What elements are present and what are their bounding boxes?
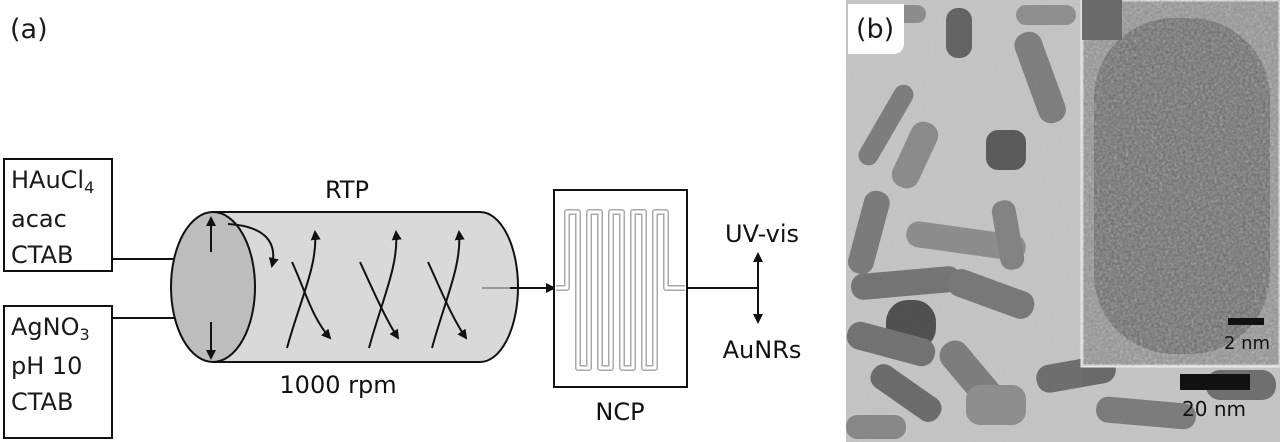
uvvis-label: UV-vis bbox=[725, 220, 799, 248]
rtp-cylinder-end bbox=[170, 211, 256, 363]
reagent-box-gold: HAuCl4 acac CTAB bbox=[3, 158, 113, 272]
reagent-agno3: AgNO3 bbox=[11, 313, 90, 344]
main-scale-label: 20 nm bbox=[1182, 397, 1246, 421]
inset-marker bbox=[1082, 0, 1122, 40]
reagent-ctab-2: CTAB bbox=[11, 388, 74, 416]
tem-micrograph: 2 nm 20 nm bbox=[846, 0, 1280, 442]
inset-scale-label: 2 nm bbox=[1224, 333, 1270, 354]
rpm-label: 1000 rpm bbox=[279, 371, 396, 399]
rotation-arrow bbox=[227, 223, 279, 268]
mixing-flow-3 bbox=[427, 230, 468, 349]
tem-inset bbox=[1080, 0, 1280, 368]
mixing-flow-1 bbox=[286, 230, 332, 349]
reagent-ctab-1: CTAB bbox=[11, 241, 74, 269]
reagent-haucl4: HAuCl4 bbox=[11, 166, 95, 197]
rtp-cylinder-body bbox=[212, 211, 519, 363]
panel-b-label: (b) bbox=[848, 4, 904, 54]
main-scale-bar bbox=[1180, 374, 1250, 390]
panel-a-label: (a) bbox=[10, 14, 48, 45]
inset-scale-bar bbox=[1228, 318, 1264, 325]
reagent-box-silver: AgNO3 pH 10 CTAB bbox=[3, 305, 113, 439]
reactor-diagram: RTP 1000 rpm NCP UV-vis AuNRs bbox=[113, 176, 802, 426]
reagent-ph10: pH 10 bbox=[11, 352, 83, 380]
aunrs-label: AuNRs bbox=[723, 336, 802, 364]
reagent-acac: acac bbox=[11, 205, 67, 233]
mixing-flow-2 bbox=[359, 230, 402, 349]
rtp-label: RTP bbox=[325, 176, 369, 204]
ncp-label: NCP bbox=[595, 398, 644, 426]
